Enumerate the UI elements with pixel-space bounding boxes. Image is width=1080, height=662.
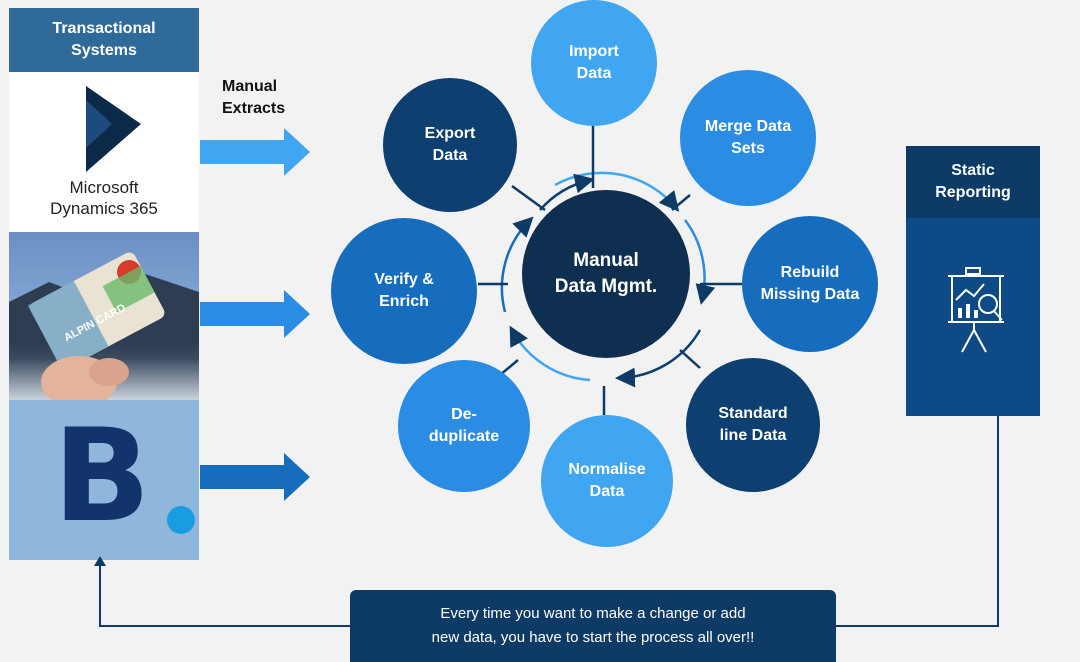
dynamics-logo-icon [86,86,141,172]
step-deduplicate-line-2: duplicate [428,428,500,445]
alpin-card-image: ALPIN CARD [9,252,199,400]
bottom-message-line-1: Every time you want to make a change or … [440,605,746,622]
center-line-1: Manual [573,250,639,271]
bottom-message-box: Every time you want to make a change or … [350,590,836,662]
ms-line-1: Microsoft [69,178,139,197]
header-line-2: Systems [71,42,137,59]
report-analytics-icon [948,267,1004,353]
step-de-duplicate: De-duplicate [398,360,530,492]
step-export-line-1: Export [424,125,476,142]
alpin-card-photo: ALPIN CARD [9,232,199,400]
booking-logo-icon: B [53,402,151,551]
step-merge-line-1: Merge Data [704,118,792,135]
booking-panel: B [9,400,199,560]
step-import-data-line-2: Data [576,65,612,82]
step-rebuild-line-1: Rebuild [780,264,840,281]
step-standard-line-data: Standard line Data [686,358,820,492]
center-line-2: Data Mgmt. [554,276,658,297]
manual-extracts-label: Manual Extracts [222,76,285,120]
extract-arrows [200,128,310,501]
step-rebuild-line-2: Missing Data [760,286,860,303]
ms-line-2: Dynamics 365 [50,199,158,218]
step-verify-enrich: Verify & Enrich [331,218,477,364]
booking-dot-icon [167,506,195,534]
step-export-line-2: Data [432,147,468,164]
step-normalise-line-2: Data [589,483,625,500]
extract-arrow-1 [200,128,310,176]
step-deduplicate-line-1: De- [451,406,477,423]
bottom-message-line-2: new data, you have to start the process … [431,629,755,646]
microsoft-dynamics-panel: Microsoft Dynamics 365 [9,72,199,232]
header-line-1: Transactional [52,20,156,37]
step-verify-line-1: Verify & [374,271,434,288]
step-verify-line-2: Enrich [379,293,429,310]
step-import-data-line-1: Import [569,43,619,60]
step-standard-line-2: line Data [719,427,787,444]
static-reporting-line-1: Static [951,162,995,179]
extract-arrow-3 [200,453,310,501]
static-reporting-line-2: Reporting [935,184,1011,201]
microsoft-dynamics-label: Microsoft Dynamics 365 [9,177,199,219]
manual-extracts-line-1: Manual [222,78,278,95]
step-merge-line-2: Sets [731,140,765,157]
step-standard-line-1: Standard [718,405,788,422]
step-normalise-line-1: Normalise [568,461,646,478]
extract-arrow-2 [200,290,310,338]
manual-extracts-line-2: Extracts [222,100,286,117]
